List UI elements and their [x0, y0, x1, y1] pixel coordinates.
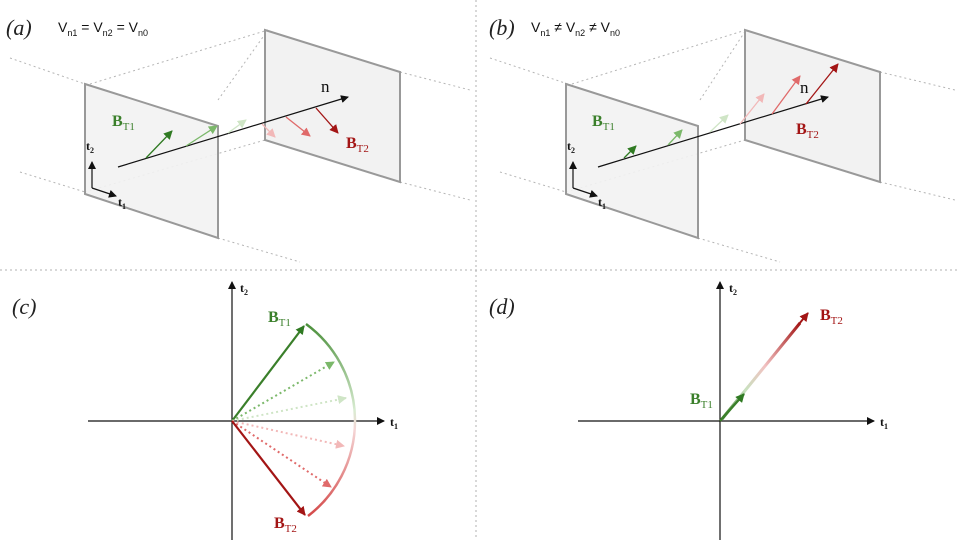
t2-label-c: t2 [240, 281, 248, 297]
t2-label-a: t2 [86, 139, 94, 155]
t2-label-b: t2 [567, 139, 575, 155]
bt1-label-d: BT1 [690, 391, 713, 411]
panel-a: (a) Vn1 = Vn2 = Vn0 n BT1 BT2 [6, 15, 471, 263]
bt1-label-b: BT1 [592, 113, 615, 133]
bt1-vector-d [719, 393, 745, 422]
normal-vector-a [117, 95, 349, 168]
bt1-vector-b [623, 145, 637, 159]
normal-label-a: n [321, 77, 330, 96]
bt-vector-b-5 [771, 75, 801, 115]
plane-front-b [565, 82, 699, 240]
bt-vector-a-3 [227, 119, 247, 134]
bt1-label-c: BT1 [268, 309, 291, 329]
panel-c: (c) t1 t2 BT1 BT2 [12, 281, 398, 540]
bt2-label-c: BT2 [274, 515, 297, 535]
panel-label-d: (d) [489, 294, 515, 319]
bt-vector-a-5 [285, 116, 311, 137]
bt-vector-a-2 [185, 125, 218, 147]
bt2-vector-a [315, 107, 339, 134]
velocity-equation-a: Vn1 = Vn2 = Vn0 [58, 19, 148, 38]
guide-lines-b [489, 29, 956, 263]
bt1-vector-c [231, 325, 305, 422]
plane-back-b [744, 28, 881, 184]
t2-label-d: t2 [729, 281, 737, 297]
bt-vector-b-4 [739, 93, 765, 125]
t1-axis-a [91, 187, 117, 198]
panel-d: (d) t1 t2 BT1 BT2 [489, 281, 888, 540]
plane-front-a [84, 82, 219, 240]
panel-label-a: (a) [6, 15, 32, 40]
bt-vector-b-3 [709, 114, 729, 133]
bt-vector-b-2 [667, 129, 683, 146]
bt-vector-c-4 [231, 420, 345, 449]
t1-axis-b [572, 187, 598, 198]
plane-back-a [264, 28, 401, 184]
normal-label-b: n [800, 78, 809, 97]
panel-label-c: (c) [12, 294, 36, 319]
t1-label-b: t1 [598, 195, 606, 211]
t1-label-c: t1 [390, 415, 398, 431]
velocity-equation-b: Vn1 ≠ Vn2 ≠ Vn0 [531, 19, 620, 38]
panel-label-b: (b) [489, 15, 515, 40]
bt2-vector-b [805, 63, 839, 105]
bt1-vector-a [145, 130, 173, 159]
panel-b: (b) Vn1 ≠ Vn2 ≠ Vn0 n BT1 BT2 t2 t1 [489, 15, 956, 263]
t1-label-d: t1 [880, 415, 888, 431]
rotation-arc-c [305, 322, 357, 517]
bt2-label-b: BT2 [796, 121, 819, 141]
bt-vector-c-2 [231, 361, 335, 422]
bt-vector-a-4 [261, 123, 276, 138]
bt1-label-a: BT1 [112, 113, 135, 133]
bt-vector-c-5 [231, 420, 332, 488]
normal-vector-b [597, 95, 829, 168]
bt2-vector-c [231, 420, 306, 516]
bt2-label-a: BT2 [346, 135, 369, 155]
bt-vector-c-3 [231, 395, 347, 422]
bt2-label-d: BT2 [820, 307, 843, 327]
t1-label-a: t1 [118, 195, 126, 211]
